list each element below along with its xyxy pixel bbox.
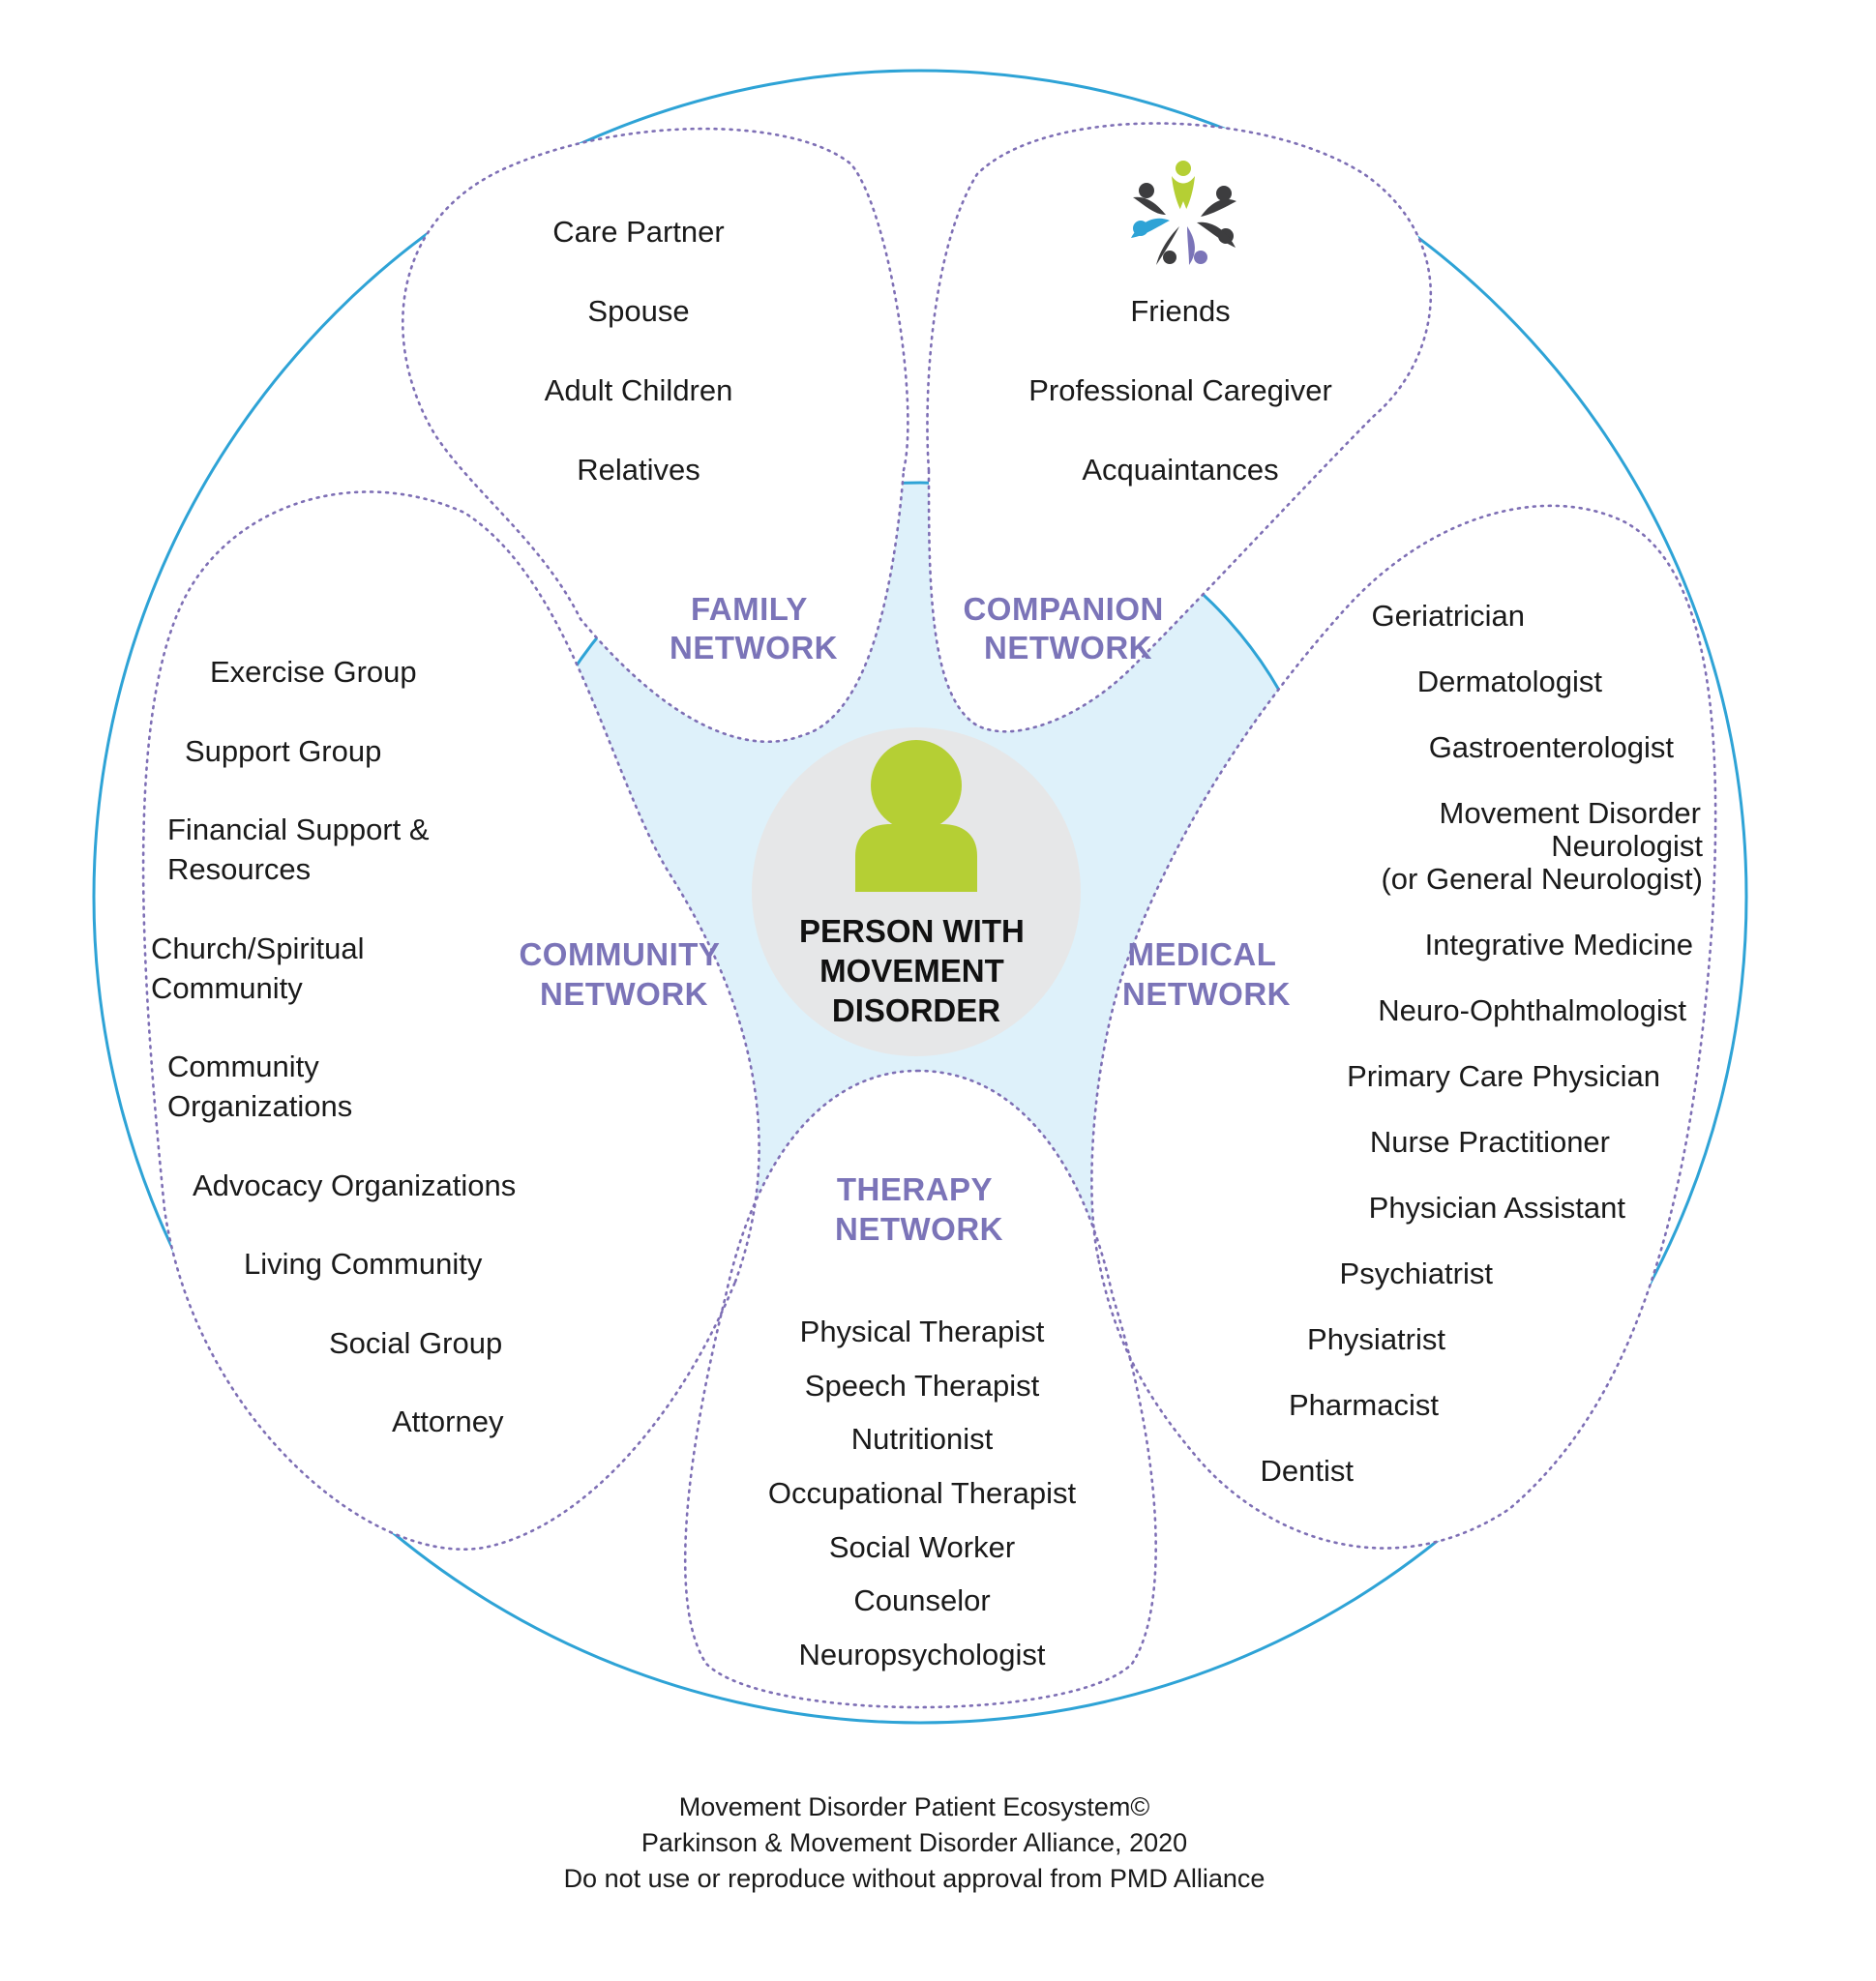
therapy-item: Speech Therapist: [805, 1369, 1040, 1403]
community-item: Living Community: [244, 1247, 483, 1281]
community-network-line-1: COMMUNITY: [519, 936, 719, 972]
community-network-label: COMMUNITY NETWORK: [519, 936, 729, 1012]
therapy-items: Physical Therapist Speech Therapist Nutr…: [768, 1315, 1077, 1671]
family-network-label: FAMILY NETWORK: [670, 591, 838, 665]
therapy-item: Neuropsychologist: [798, 1638, 1045, 1671]
medical-network-line-2: NETWORK: [1122, 976, 1291, 1012]
medical-items: Geriatrician Dermatologist Gastroenterol…: [1261, 599, 1704, 1488]
medical-item: Geriatrician: [1372, 599, 1526, 633]
medical-item: Psychiatrist: [1340, 1257, 1494, 1290]
center-label: PERSON WITH MOVEMENT DISORDER: [799, 913, 1033, 1028]
medical-item: Neuro-Ophthalmologist: [1378, 993, 1686, 1027]
therapy-network-label: THERAPY NETWORK: [835, 1171, 1003, 1247]
companion-item: Acquaintances: [1082, 453, 1278, 487]
community-network-line-2: NETWORK: [540, 976, 708, 1012]
medical-item: Dentist: [1261, 1454, 1355, 1488]
family-network-line-2: NETWORK: [670, 630, 838, 665]
medical-item: Physician Assistant: [1369, 1191, 1626, 1225]
medical-item: Dermatologist: [1417, 665, 1603, 698]
family-item: Spouse: [587, 294, 689, 328]
family-item: Adult Children: [545, 373, 733, 407]
community-item: Attorney: [392, 1404, 504, 1438]
medical-item: Physiatrist: [1307, 1322, 1445, 1356]
family-item: Relatives: [577, 453, 700, 487]
community-item: Financial Support &: [167, 813, 430, 846]
therapy-item: Physical Therapist: [800, 1315, 1045, 1348]
family-items: Care Partner Spouse Adult Children Relat…: [545, 215, 733, 487]
therapy-item: Social Worker: [829, 1530, 1015, 1564]
footer-line: Parkinson & Movement Disorder Alliance, …: [641, 1828, 1187, 1857]
pmd-alliance-logo: [1131, 161, 1236, 265]
petal-outlines: [141, 122, 1717, 1709]
community-item: Community: [167, 1050, 319, 1083]
center-line-2: MOVEMENT: [819, 953, 1004, 989]
therapy-item: Nutritionist: [851, 1422, 994, 1456]
medical-item: (or General Neurologist): [1381, 862, 1703, 896]
companion-item: Friends: [1130, 294, 1230, 328]
medical-network-line-1: MEDICAL: [1128, 936, 1276, 972]
center-line-3: DISORDER: [832, 992, 1000, 1028]
medical-item: Integrative Medicine: [1425, 928, 1693, 961]
community-item: Community: [151, 971, 303, 1005]
family-network-line-1: FAMILY: [691, 591, 807, 627]
footer-line: Movement Disorder Patient Ecosystem©: [679, 1792, 1150, 1821]
therapy-network-line-2: NETWORK: [835, 1211, 1003, 1247]
center-line-1: PERSON WITH: [799, 913, 1025, 949]
medical-item: Primary Care Physician: [1347, 1059, 1660, 1093]
community-item: Resources: [167, 852, 311, 886]
medical-item: Gastroenterologist: [1429, 730, 1675, 764]
petal-fills: [143, 123, 1716, 1707]
companion-petal: [926, 122, 1433, 733]
therapy-item: Occupational Therapist: [768, 1476, 1077, 1510]
person-icon: [855, 740, 977, 892]
companion-network-label: COMPANION NETWORK: [963, 591, 1173, 665]
medical-item: Pharmacist: [1289, 1388, 1439, 1422]
center-node: PERSON WITH MOVEMENT DISORDER: [752, 727, 1081, 1056]
footer-line: Do not use or reproduce without approval…: [564, 1864, 1266, 1893]
family-item: Care Partner: [552, 215, 724, 249]
medical-item: Neurologist: [1551, 829, 1703, 863]
companion-item: Professional Caregiver: [1028, 373, 1332, 407]
therapy-network-line-1: THERAPY: [837, 1171, 993, 1207]
medical-item: Nurse Practitioner: [1370, 1125, 1610, 1159]
footer: Movement Disorder Patient Ecosystem© Par…: [564, 1792, 1266, 1893]
network-labels: FAMILY NETWORK COMPANION NETWORK COMMUNI…: [519, 591, 1291, 1247]
medical-item: Movement Disorder: [1440, 796, 1701, 830]
community-items: Exercise Group Support Group Financial S…: [151, 655, 516, 1438]
therapy-item: Counselor: [853, 1583, 990, 1617]
community-item: Support Group: [185, 734, 381, 768]
therapy-petal: [683, 1069, 1157, 1709]
community-item: Exercise Group: [210, 655, 417, 689]
community-item: Church/Spiritual: [151, 931, 365, 965]
community-item: Social Group: [329, 1326, 502, 1360]
medical-network-label: MEDICAL NETWORK: [1122, 936, 1291, 1012]
community-item: Organizations: [167, 1089, 352, 1123]
companion-network-line-1: COMPANION: [963, 591, 1163, 627]
community-item: Advocacy Organizations: [193, 1168, 516, 1202]
companion-items: Friends Professional Caregiver Acquainta…: [1028, 294, 1332, 487]
companion-network-line-2: NETWORK: [984, 630, 1152, 665]
community-petal: [141, 490, 760, 1551]
